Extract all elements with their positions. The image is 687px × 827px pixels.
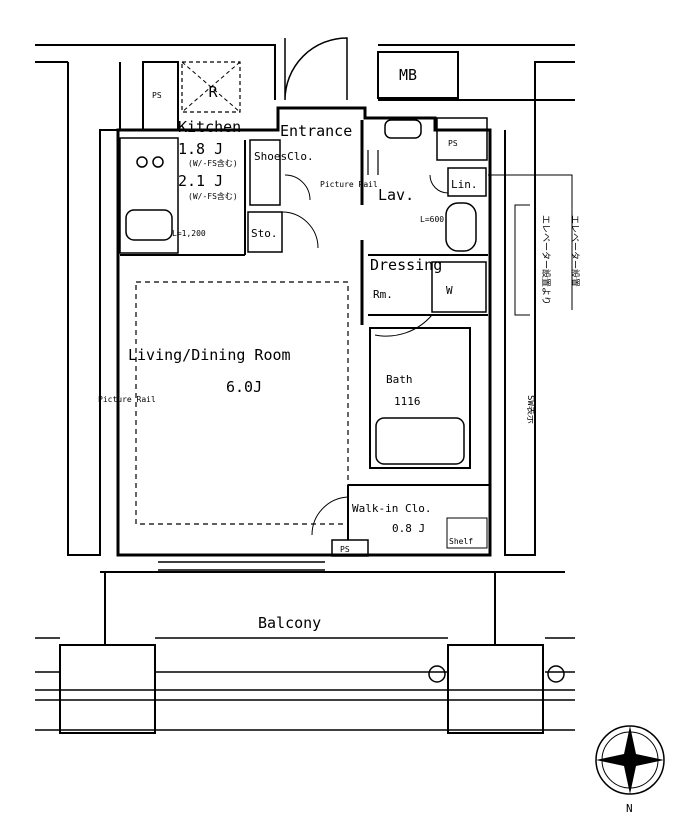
dressing-label-2: Rm.	[373, 288, 393, 301]
bath-outline	[369, 327, 471, 469]
washer-label: W	[446, 284, 453, 297]
unit-outline	[116, 106, 492, 557]
lavatory-label: Lav.	[378, 186, 414, 204]
meter-box-outline	[377, 51, 459, 99]
picture-rail-living: Picture Rail	[98, 395, 156, 404]
pipe-space-3-label: PS	[340, 545, 350, 554]
walkin-label: Walk-in Clo.	[352, 502, 431, 515]
kitchen-size-2: 2.1 J	[178, 172, 223, 190]
balcony-label: Balcony	[258, 614, 321, 632]
living-label: Living/Dining Room	[128, 346, 291, 364]
bath-size: 1116	[394, 395, 421, 408]
pipe-space-2-outline	[436, 117, 488, 161]
pipe-space-3-outline	[331, 539, 369, 557]
entrance-door	[284, 37, 348, 101]
living-size: 6.0J	[226, 378, 262, 396]
compass-north: N	[626, 802, 633, 815]
kitchen-note-2: (W/-FS含む)	[188, 191, 238, 201]
storage-outline	[247, 211, 283, 253]
fridge-label: R	[208, 83, 218, 101]
walkin-size: 0.8 J	[392, 522, 425, 535]
pipe-space-1-label: PS	[152, 91, 162, 100]
right-shaft	[504, 61, 575, 556]
lav-length: L=600	[420, 215, 444, 224]
kitchen-counter	[119, 137, 179, 254]
pipe-space-2-label: PS	[448, 139, 458, 148]
kitchen-size-1: 1.8 J	[178, 140, 223, 158]
dressing-label: Dressing	[370, 256, 442, 274]
outer-wall-left	[67, 62, 121, 556]
balcony-column-left	[59, 644, 156, 734]
balcony-column-right	[447, 644, 544, 734]
annotation-elevator-1: エレベーター設置	[569, 215, 581, 287]
storage-label: Sto.	[251, 227, 278, 240]
bath-label: Bath	[386, 373, 413, 386]
washer-outline	[431, 261, 487, 313]
kitchen-sink	[125, 209, 173, 241]
compass-icon	[596, 726, 664, 794]
shoes-closet-label: ShoesClo.	[254, 150, 314, 163]
shelf-outline	[446, 517, 488, 549]
linen-label: Lin.	[451, 178, 478, 191]
pipe-space-1-outline	[142, 61, 179, 131]
kitchen-note-1: (W/-FS含む)	[188, 158, 238, 168]
shoes-closet-outline	[249, 139, 281, 206]
outer-wall-top	[35, 44, 575, 101]
shelf-label: Shelf	[449, 537, 473, 546]
counter-length: L=1,200	[172, 229, 206, 238]
fridge-outline	[181, 61, 241, 113]
linen-outline	[447, 167, 487, 197]
kitchen-label: Kitchen	[178, 118, 241, 136]
lav-basin	[384, 119, 422, 139]
entrance-label: Entrance	[280, 122, 352, 140]
picture-rail-entrance: Picture Rail	[320, 180, 378, 189]
window-sill	[150, 554, 330, 571]
lav-sink	[445, 202, 477, 252]
annotation-note-3: SW表示	[525, 395, 537, 424]
living-dashed	[135, 281, 349, 525]
meter-box-label: MB	[399, 66, 417, 84]
annotation-elevator-2: エレベーター設置より	[540, 215, 552, 305]
balcony-outline	[35, 637, 575, 673]
bathtub	[375, 417, 465, 465]
